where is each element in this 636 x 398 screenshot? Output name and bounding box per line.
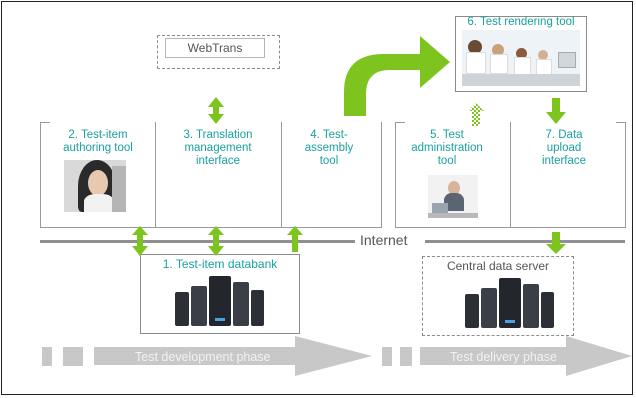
authoring-label: 2. Test-item authoring tool <box>63 129 133 154</box>
central-servers <box>465 276 555 330</box>
administration-box <box>395 122 511 228</box>
upload-label: 7. Data upload interface <box>541 129 587 167</box>
arrow-internet-central <box>546 232 566 254</box>
phase-dev-block-2 <box>63 347 83 366</box>
arrow-admin-rendering <box>468 103 484 126</box>
tick-tr <box>616 122 626 123</box>
rendering-label: 6. Test rendering tool <box>467 16 575 28</box>
phase-del-block-1 <box>382 347 392 366</box>
databank-servers <box>175 274 265 328</box>
phase-dev-arrow <box>94 336 372 376</box>
administration-photo <box>428 175 478 218</box>
translation-label: 3. Translation management interface <box>183 129 253 167</box>
assembly-box <box>282 122 382 228</box>
administration-label: 5. Test administration tool <box>411 129 483 167</box>
arrow-translation-internet <box>208 226 224 256</box>
databank-label: 1. Test-item databank <box>162 257 278 271</box>
arrow-authoring-internet <box>132 226 148 256</box>
phase-development-label: Test development phase <box>135 350 271 364</box>
rendering-photo <box>462 30 580 86</box>
webtrans-inner <box>165 38 265 58</box>
phase-delivery-label: Test delivery phase <box>450 350 558 364</box>
phase-del-block-2 <box>400 347 412 366</box>
arrow-assembly-internet <box>287 226 303 252</box>
authoring-photo <box>64 160 126 212</box>
upload-box <box>511 122 626 228</box>
internet-label: Internet <box>360 232 408 248</box>
tick-tl <box>40 122 50 123</box>
tick-admin <box>395 122 405 123</box>
internet-line-left <box>40 240 355 243</box>
authoring-box <box>40 122 156 228</box>
phase-del-arrow <box>420 336 632 376</box>
translation-box <box>156 122 282 228</box>
assembly-label: 4. Test-assembly tool <box>304 129 354 167</box>
curved-arrow <box>344 36 450 116</box>
phase-dev-block-1 <box>42 347 52 366</box>
internet-line-right <box>425 240 625 243</box>
webtrans-label: WebTrans <box>187 41 243 55</box>
webtrans-box <box>157 35 280 69</box>
central-server-label: Central data server <box>446 259 550 273</box>
arrow-rendering-upload <box>546 98 566 124</box>
arrow-webtrans-translation <box>208 97 224 124</box>
